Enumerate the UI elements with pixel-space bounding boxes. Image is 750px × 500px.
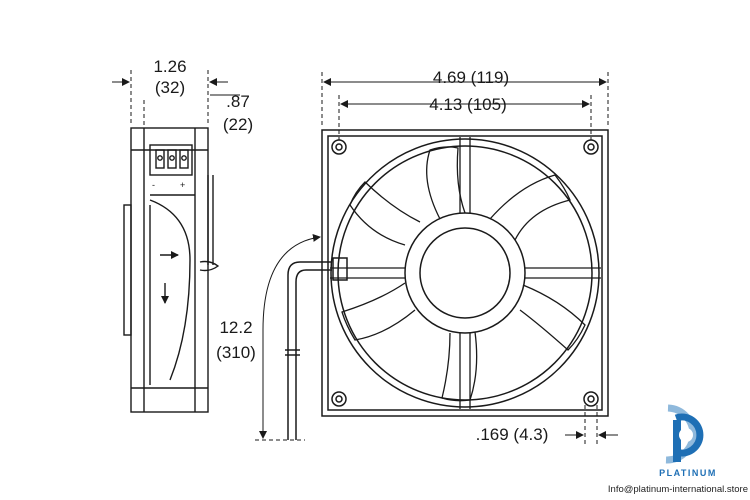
hole-spacing-label: 4.13 (105) bbox=[429, 95, 507, 114]
mounting-hole-bottom-left bbox=[331, 391, 347, 407]
lead-length-mm-label: (310) bbox=[216, 343, 256, 362]
front-dimension-lines bbox=[255, 72, 618, 445]
terminal-plus-label: + bbox=[180, 180, 185, 190]
fan-struts bbox=[330, 137, 601, 409]
fan-venturi bbox=[330, 138, 600, 408]
fan-hub-outer bbox=[404, 212, 526, 334]
front-view bbox=[285, 129, 609, 440]
mounting-hole-top-right bbox=[583, 139, 599, 155]
mounting-depth-mm-label: (22) bbox=[223, 115, 253, 134]
mounting-hole-bottom-right bbox=[583, 391, 599, 407]
mounting-hole-top-left bbox=[331, 139, 347, 155]
fan-frame bbox=[321, 129, 609, 417]
lead-length-inch-label: 12.2 bbox=[219, 318, 252, 337]
brand-email: Info@platinum-international.store bbox=[607, 484, 748, 495]
thickness-mm-label: (32) bbox=[155, 78, 185, 97]
cable-grommet bbox=[332, 257, 348, 281]
side-view-frame bbox=[130, 127, 209, 413]
fan-blades bbox=[341, 146, 586, 402]
thickness-inch-label: 1.26 bbox=[153, 57, 186, 76]
brand-name: PLATINUM bbox=[659, 468, 717, 478]
terminal-block bbox=[149, 144, 193, 176]
hole-diameter-label: .169 (4.3) bbox=[476, 425, 549, 444]
overall-size-label: 4.69 (119) bbox=[433, 68, 509, 87]
side-dimension-lines bbox=[112, 70, 240, 126]
mounting-depth-inch-label: .87 bbox=[226, 92, 250, 111]
fan-hub bbox=[419, 227, 511, 319]
platinum-logo-icon bbox=[665, 404, 704, 464]
terminal-minus-label: - bbox=[152, 180, 155, 190]
lead-wire bbox=[287, 261, 332, 440]
side-view bbox=[123, 127, 220, 413]
